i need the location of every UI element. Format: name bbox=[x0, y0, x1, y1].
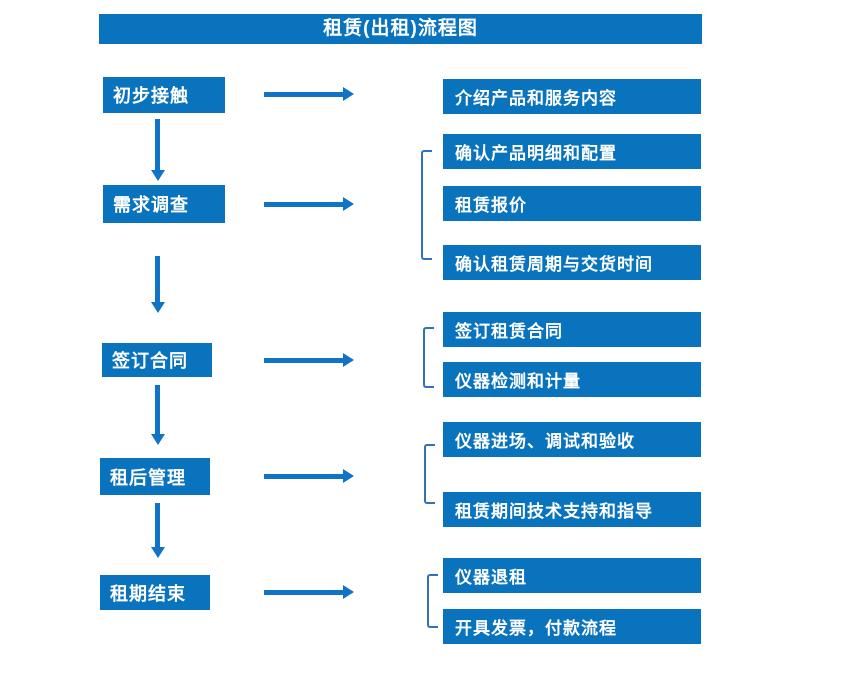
down-arrow-4 bbox=[150, 503, 165, 558]
diagram-title: 租赁(出租)流程图 bbox=[99, 14, 702, 44]
detail-box-sign-rental-contract: 签订租赁合同 bbox=[443, 312, 701, 347]
flow-step-4-post-rental-management: 租后管理 bbox=[100, 458, 210, 495]
flow-step-5-rental-end: 租期结束 bbox=[100, 575, 210, 610]
flow-step-3-sign-contract: 签订合同 bbox=[102, 343, 212, 377]
down-arrow-1 bbox=[150, 119, 165, 181]
group-bracket-step-5 bbox=[427, 574, 438, 628]
right-arrow-1 bbox=[264, 87, 354, 101]
detail-box-confirm-product-details-config: 确认产品明细和配置 bbox=[443, 134, 701, 169]
down-arrow-3 bbox=[150, 385, 165, 445]
detail-box-rental-quotation: 租赁报价 bbox=[443, 186, 701, 221]
right-arrow-4 bbox=[264, 469, 354, 483]
detail-box-instrument-testing-calibration: 仪器检测和计量 bbox=[443, 362, 701, 397]
right-arrow-3 bbox=[264, 353, 354, 367]
flow-step-1-initial-contact: 初步接触 bbox=[103, 77, 225, 113]
detail-box-confirm-rental-period-delivery: 确认租赁周期与交货时间 bbox=[443, 245, 701, 280]
down-arrow-2 bbox=[150, 256, 165, 313]
group-bracket-step-3 bbox=[423, 327, 434, 388]
detail-box-instrument-arrival-debug-acceptance: 仪器进场、调试和验收 bbox=[443, 422, 701, 457]
right-arrow-5 bbox=[264, 585, 354, 599]
detail-box-invoice-payment-process: 开具发票，付款流程 bbox=[443, 609, 701, 644]
detail-box-instrument-return: 仪器退租 bbox=[443, 558, 701, 593]
flow-step-2-demand-survey: 需求调查 bbox=[103, 185, 225, 223]
group-bracket-step-4 bbox=[424, 444, 435, 504]
detail-box-technical-support-during-rental: 租赁期间技术支持和指导 bbox=[443, 492, 701, 527]
group-bracket-step-2 bbox=[421, 150, 432, 260]
detail-box-introduce-products-services: 介绍产品和服务内容 bbox=[443, 79, 701, 114]
right-arrow-2 bbox=[264, 197, 354, 211]
